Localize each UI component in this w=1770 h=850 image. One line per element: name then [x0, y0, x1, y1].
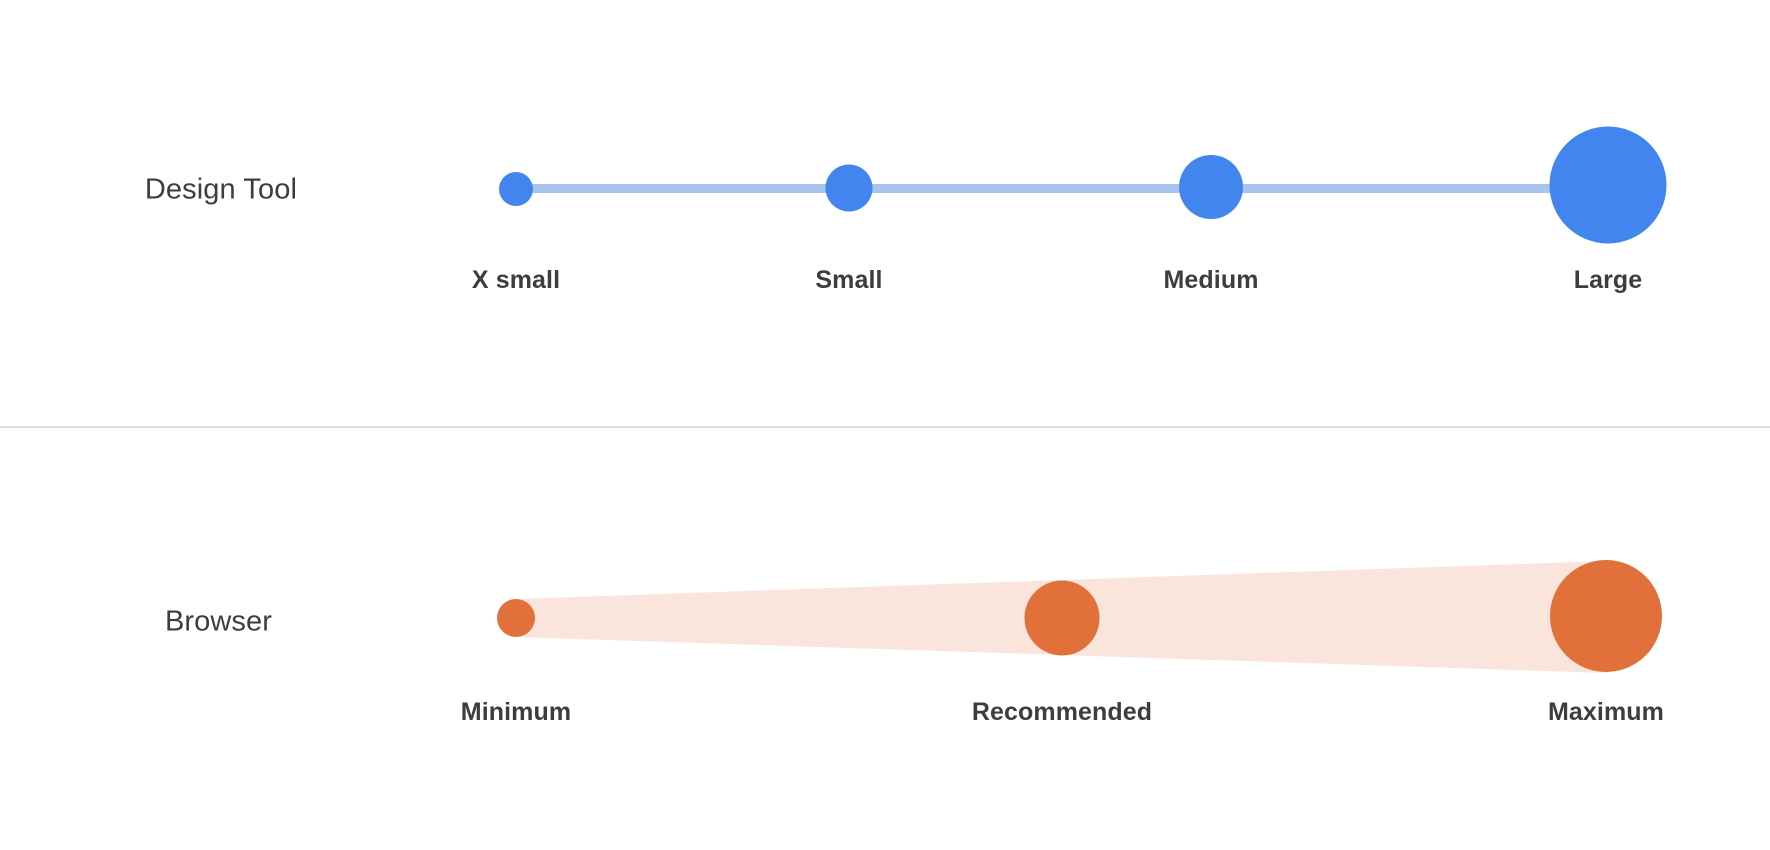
dot-x-small[interactable]: [499, 172, 533, 206]
dot-maximum[interactable]: [1550, 560, 1662, 672]
dot-minimum[interactable]: [497, 599, 535, 637]
row-label-browser: Browser: [164, 605, 272, 638]
tick-label-x-small: X small: [471, 266, 561, 294]
tick-label-maximum: Maximum: [1547, 698, 1665, 726]
dot-recommended[interactable]: [1024, 580, 1100, 656]
row-label-design-tool: Design Tool: [144, 173, 297, 206]
section-divider: [0, 426, 1770, 428]
tick-label-minimum: Minimum: [460, 698, 572, 726]
tick-label-large: Large: [1573, 266, 1643, 294]
dot-medium[interactable]: [1179, 155, 1243, 219]
tick-label-small: Small: [815, 266, 883, 294]
tick-label-recommended: Recommended: [971, 698, 1153, 726]
tick-label-medium: Medium: [1163, 266, 1259, 294]
dot-large[interactable]: [1549, 126, 1667, 244]
track-line-design-tool: [516, 184, 1608, 193]
dot-small[interactable]: [825, 164, 873, 212]
